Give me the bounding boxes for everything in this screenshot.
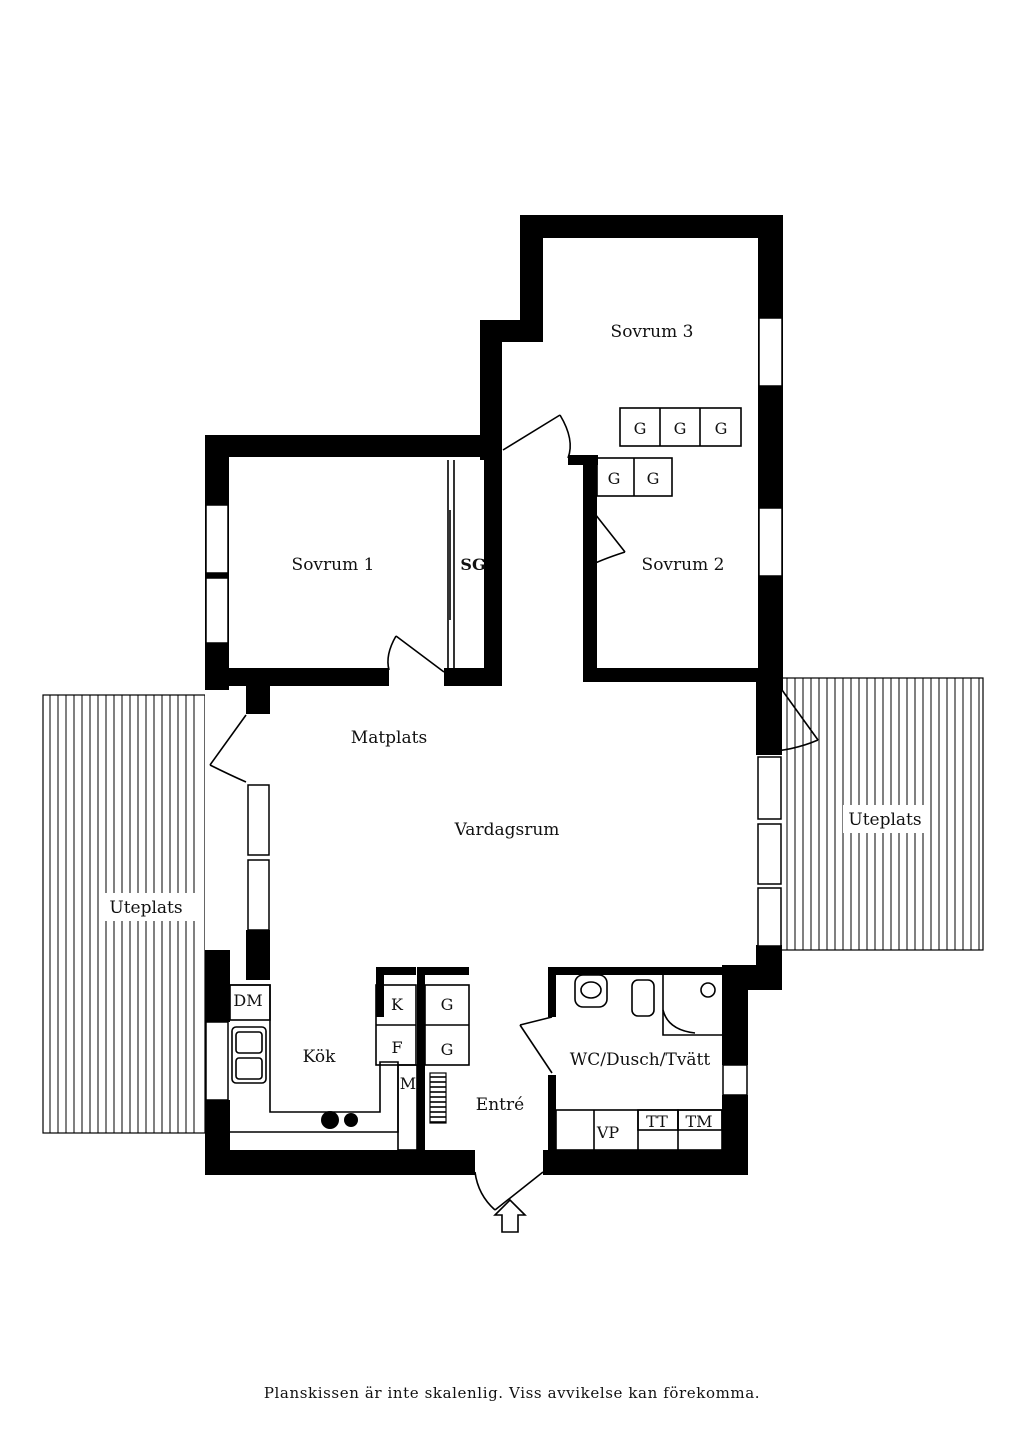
fixtures xyxy=(229,407,742,1151)
walls xyxy=(205,215,783,1175)
label-wardrobe: G xyxy=(441,1040,454,1059)
label-dm: DM xyxy=(233,991,262,1010)
label-sovrum1: Sovrum 1 xyxy=(292,555,375,575)
label-vardagsrum: Vardagsrum xyxy=(454,820,560,840)
label-tt: TT xyxy=(646,1112,668,1131)
label-uteplats-left: Uteplats xyxy=(109,898,182,918)
label-f: F xyxy=(391,1038,402,1057)
label-matplats: Matplats xyxy=(351,728,427,748)
doors xyxy=(209,414,819,1233)
disclaimer-note: Planskissen är inte skalenlig. Viss avvi… xyxy=(264,1384,760,1402)
label-sovrum3: Sovrum 3 xyxy=(611,322,694,342)
label-wardrobe: G xyxy=(715,419,728,438)
label-wardrobe: G xyxy=(674,419,687,438)
label-m: M xyxy=(400,1074,416,1093)
label-wardrobe: G xyxy=(634,419,647,438)
label-wardrobe: G xyxy=(608,469,621,488)
label-tm: TM xyxy=(685,1112,712,1131)
label-uteplats-right: Uteplats xyxy=(848,810,921,830)
label-sg: SG xyxy=(460,555,485,574)
label-entre: Entré xyxy=(476,1095,524,1115)
label-wardrobe: G xyxy=(647,469,660,488)
label-wc: WC/Dusch/Tvätt xyxy=(570,1050,711,1070)
label-vp: VP xyxy=(596,1123,620,1142)
windows xyxy=(205,317,783,1101)
label-k: K xyxy=(391,995,404,1014)
label-wardrobe: G xyxy=(441,995,454,1014)
label-sovrum2: Sovrum 2 xyxy=(642,555,725,575)
label-kok: Kök xyxy=(303,1047,336,1067)
terrace-right xyxy=(779,677,984,951)
